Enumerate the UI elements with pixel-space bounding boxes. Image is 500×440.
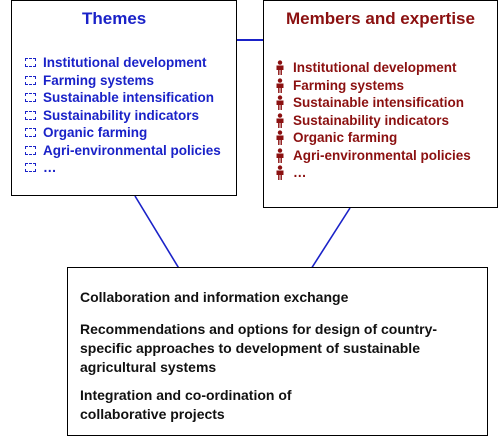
themes-item: Organic farming <box>25 124 221 142</box>
members-box: Members and expertise Institutional deve… <box>263 0 498 208</box>
themes-item-label: Institutional development <box>43 55 207 71</box>
members-item: Agri-environmental policies <box>274 147 471 165</box>
person-icon <box>274 60 286 76</box>
members-item: Sustainable intensification <box>274 94 471 112</box>
themes-item: Farming systems <box>25 72 221 90</box>
members-item-label: Institutional development <box>293 60 457 76</box>
members-item: Farming systems <box>274 77 471 95</box>
members-item-label: Farming systems <box>293 77 405 93</box>
members-item: … <box>274 164 471 182</box>
themes-item-label: Agri-environmental policies <box>43 142 221 158</box>
dashed-square-icon <box>25 110 36 120</box>
members-title: Members and expertise <box>286 9 475 28</box>
themes-item-label: Sustainability indicators <box>43 107 200 123</box>
outcome-recommendations: Recommendations and options for design o… <box>80 321 438 375</box>
themes-item-label: Organic farming <box>43 125 148 141</box>
outcome-integration: Integration and co-ordination of collabo… <box>80 387 292 422</box>
themes-item: Sustainability indicators <box>25 107 221 125</box>
person-icon <box>274 78 286 93</box>
themes-item-label: Farming systems <box>43 72 155 88</box>
members-item-label: Sustainable intensification <box>293 95 465 111</box>
members-item-label: Sustainability indicators <box>293 112 450 128</box>
themes-item: Sustainable intensification <box>25 89 221 107</box>
person-icon <box>274 148 286 163</box>
themes-item: Agri-environmental policies <box>25 142 221 160</box>
person-icon <box>274 165 286 181</box>
dashed-square-icon <box>25 145 36 155</box>
dashed-square-icon <box>25 93 36 103</box>
person-icon <box>274 95 286 111</box>
dashed-square-icon <box>25 163 36 173</box>
themes-item-label: … <box>43 160 57 176</box>
themes-item: Institutional development <box>25 54 221 72</box>
person-icon <box>274 113 286 128</box>
themes-to-outcomes-arrow <box>134 195 187 281</box>
members-item-label: Organic farming <box>293 130 398 146</box>
themes-item: … <box>25 159 221 177</box>
members-item: Sustainability indicators <box>274 112 471 130</box>
members-item-label: … <box>293 165 307 181</box>
themes-item-label: Sustainable intensification <box>43 90 215 106</box>
outcome-collaboration: Collaboration and information exchange <box>80 289 349 305</box>
dashed-square-icon <box>25 128 36 138</box>
members-item: Organic farming <box>274 129 471 147</box>
members-item: Institutional development <box>274 59 471 77</box>
members-item-label: Agri-environmental policies <box>293 147 471 163</box>
dashed-square-icon <box>25 58 36 68</box>
dashed-square-icon <box>25 75 36 85</box>
themes-title: Themes <box>82 9 147 28</box>
person-icon <box>274 130 286 146</box>
outcomes-box: Collaboration and information exchange R… <box>67 267 488 436</box>
